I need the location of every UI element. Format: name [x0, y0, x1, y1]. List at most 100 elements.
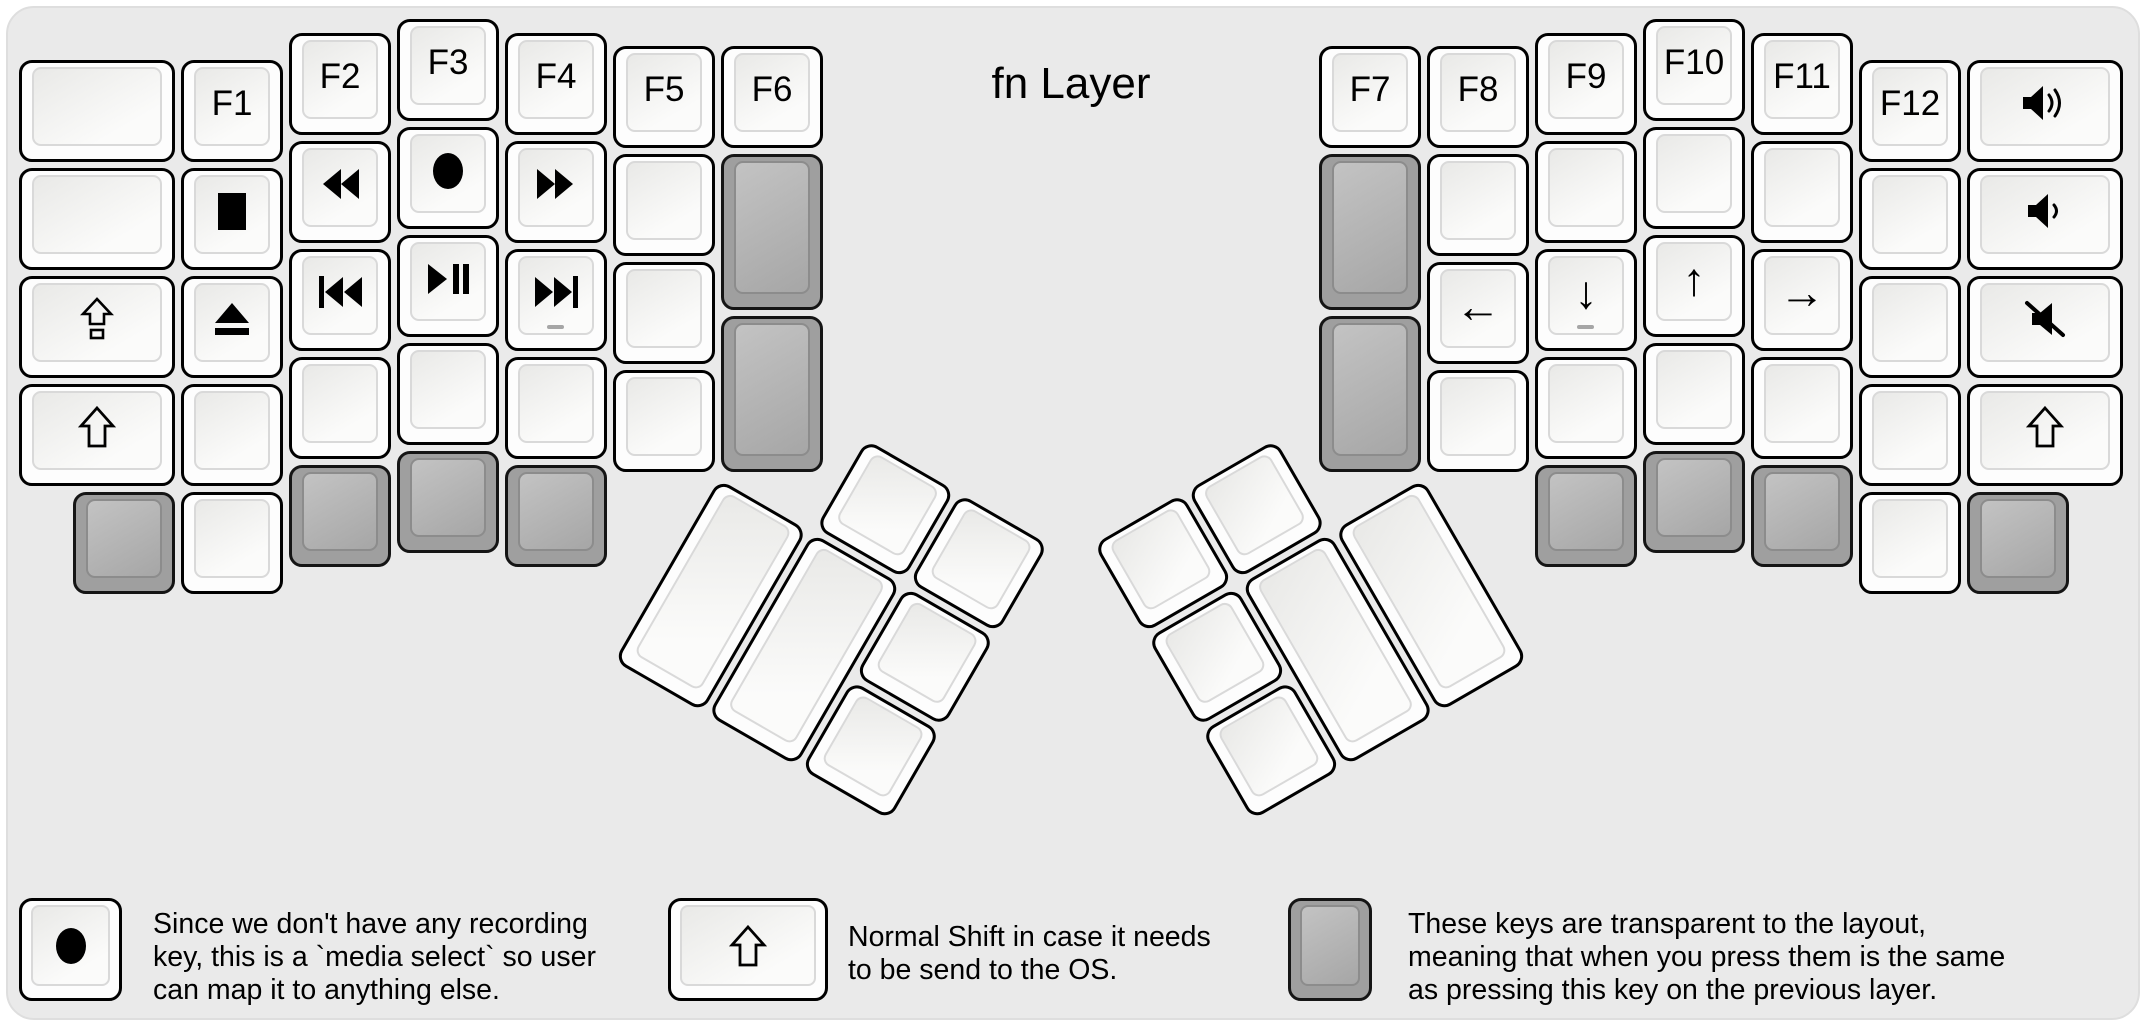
key-transparent[interactable] [1643, 451, 1745, 553]
key-transparent[interactable] [1319, 316, 1421, 472]
key-transparent[interactable] [1751, 464, 1853, 567]
key-caps-lock[interactable] [19, 275, 175, 378]
key-transparent[interactable] [73, 491, 175, 594]
key-record[interactable] [397, 127, 499, 229]
key-shift[interactable] [19, 383, 175, 486]
key-blank[interactable] [19, 59, 175, 162]
shift-icon [2026, 406, 2064, 448]
legend-text-transparent: These keys are transparent to the layout… [1408, 908, 2006, 1006]
key-play-pause[interactable] [397, 235, 499, 337]
key-f4[interactable]: F4 [505, 32, 607, 135]
key-blank[interactable] [289, 356, 391, 459]
key-transparent[interactable] [1967, 491, 2069, 594]
arrow-left-icon: ← [1455, 279, 1501, 332]
key-blank[interactable] [505, 356, 607, 459]
key-transparent[interactable] [505, 464, 607, 567]
volume-mute-icon [2024, 300, 2066, 338]
arrow-down-icon: ↓ [1574, 266, 1598, 318]
layer-title: fn Layer [991, 59, 1151, 108]
key-transparent[interactable] [397, 451, 499, 553]
key-transparent[interactable] [721, 154, 823, 310]
key-label: F8 [1457, 70, 1499, 109]
key-rewind[interactable] [289, 140, 391, 243]
key-blank[interactable] [1859, 383, 1961, 486]
key-blank[interactable] [613, 154, 715, 256]
key-label: F12 [1879, 83, 1941, 123]
key-f3[interactable]: F3 [397, 19, 499, 121]
key-label: F3 [427, 43, 469, 82]
key-arrow-up[interactable]: ↑ [1643, 235, 1745, 337]
stop-icon [218, 192, 246, 230]
shift-icon [729, 924, 767, 967]
legend-text-record: Since we don't have any recording key, t… [153, 908, 596, 1006]
prev-track-icon [318, 275, 363, 309]
key-next-track[interactable] [505, 248, 607, 351]
key-f9[interactable]: F9 [1535, 32, 1637, 135]
key-arrow-left[interactable]: ← [1427, 262, 1529, 364]
record-icon [55, 927, 87, 965]
rewind-icon [320, 168, 360, 200]
key-shift[interactable] [1967, 383, 2123, 486]
key-blank[interactable] [1643, 343, 1745, 445]
key-transparent[interactable] [1319, 154, 1421, 310]
key-blank[interactable] [19, 167, 175, 270]
key-f8[interactable]: F8 [1427, 46, 1529, 148]
key-f6[interactable]: F6 [721, 46, 823, 148]
key-blank[interactable] [1535, 356, 1637, 459]
key-arrow-down[interactable]: ↓ [1535, 248, 1637, 351]
volume-up-icon [2022, 84, 2068, 122]
key-blank[interactable] [1427, 154, 1529, 256]
play-pause-icon [427, 262, 469, 296]
key-blank[interactable] [1643, 127, 1745, 229]
key-blank[interactable] [1859, 167, 1961, 270]
key-label: F10 [1663, 43, 1725, 82]
key-stop[interactable] [181, 167, 283, 270]
arrow-right-icon: → [1779, 266, 1825, 318]
key-f2[interactable]: F2 [289, 32, 391, 135]
key-blank[interactable] [397, 343, 499, 445]
key-label: F6 [751, 70, 793, 109]
key-blank[interactable] [1751, 356, 1853, 459]
key-blank[interactable] [613, 370, 715, 472]
key-volume-up[interactable] [1967, 59, 2123, 162]
key-f7[interactable]: F7 [1319, 46, 1421, 148]
key-label: F11 [1773, 56, 1831, 96]
key-arrow-right[interactable]: → [1751, 248, 1853, 351]
key-fast-forward[interactable] [505, 140, 607, 243]
key-eject[interactable] [181, 275, 283, 378]
key-transparent[interactable] [289, 464, 391, 567]
key-label: F4 [535, 56, 577, 96]
legend-key-shift [668, 898, 828, 1001]
key-label: F1 [211, 83, 253, 123]
legend-key-record [19, 898, 122, 1001]
key-label: F7 [1349, 70, 1391, 109]
key-transparent[interactable] [721, 316, 823, 472]
key-blank[interactable] [181, 383, 283, 486]
key-blank[interactable] [1427, 370, 1529, 472]
key-blank[interactable] [613, 262, 715, 364]
key-blank[interactable] [1859, 491, 1961, 594]
next-track-icon [534, 275, 579, 309]
key-f1[interactable]: F1 [181, 59, 283, 162]
key-volume-mute[interactable] [1967, 275, 2123, 378]
arrow-up-icon: ↑ [1682, 252, 1706, 305]
shift-icon [78, 406, 116, 448]
key-f11[interactable]: F11 [1751, 32, 1853, 135]
record-icon [432, 152, 464, 190]
key-f5[interactable]: F5 [613, 46, 715, 148]
fast-forward-icon [536, 168, 576, 200]
key-prev-track[interactable] [289, 248, 391, 351]
key-f10[interactable]: F10 [1643, 19, 1745, 121]
homing-dash [1577, 324, 1594, 329]
key-blank[interactable] [1859, 275, 1961, 378]
key-blank[interactable] [181, 491, 283, 594]
volume-down-icon [2027, 192, 2063, 230]
legend-text-shift: Normal Shift in case it needs to be send… [848, 921, 1211, 986]
key-f12[interactable]: F12 [1859, 59, 1961, 162]
key-volume-down[interactable] [1967, 167, 2123, 270]
key-transparent[interactable] [1535, 464, 1637, 567]
caps-lock-icon [80, 297, 114, 341]
key-blank[interactable] [1535, 140, 1637, 243]
key-blank[interactable] [1751, 140, 1853, 243]
